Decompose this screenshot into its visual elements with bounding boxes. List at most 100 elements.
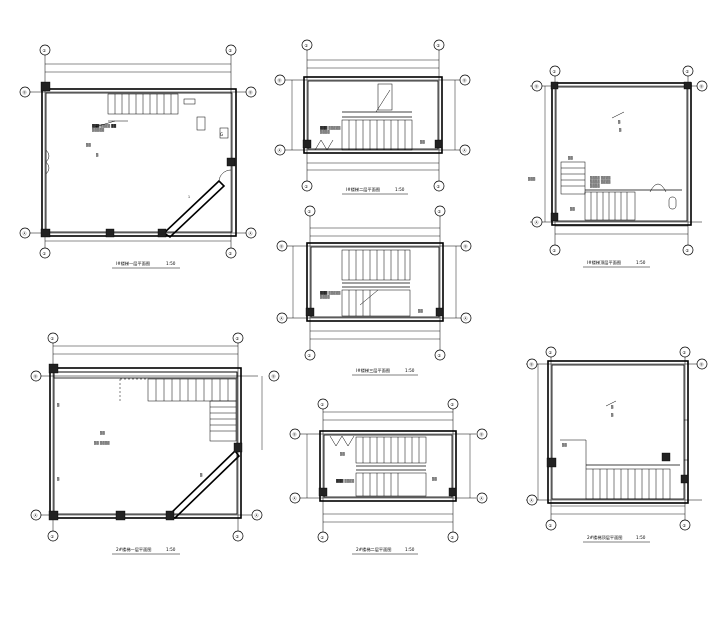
axis-1-top: ① <box>321 402 325 407</box>
axis-2-top: ② <box>438 209 442 214</box>
svg-text:▒: ▒ <box>57 477 60 481</box>
axis-2-top: ② <box>437 43 441 48</box>
axis-1-top: ① <box>549 350 553 355</box>
svg-text:▓▓▓ ▒▒▒▒▒: ▓▓▓ ▒▒▒▒▒ <box>320 291 341 295</box>
axis-a-left: Ⓐ <box>278 147 282 153</box>
axis-a-right: Ⓐ <box>463 147 467 153</box>
axis-b-right: Ⓑ <box>700 361 704 367</box>
svg-text:▒▒: ▒▒ <box>568 156 573 160</box>
stair-plan-6: ▒▒ ▓▓▓ ▒▒▒▒ ▒▒ ① ② ① ② Ⓑ Ⓑ Ⓐ Ⓐ 2#楼梯二层平面图… <box>289 398 488 555</box>
svg-text:▒▒: ▒▒ <box>418 309 423 313</box>
plan-scale: 1:50 <box>166 261 176 266</box>
axis-a-left: Ⓐ <box>293 495 297 501</box>
svg-text:▒▒▒▒ ▒▒▒▒: ▒▒▒▒ ▒▒▒▒ <box>590 176 611 180</box>
axis-2-top: ② <box>683 350 687 355</box>
svg-text:▓▓▓ ▒▒▒▒ ▓▓: ▓▓▓ ▒▒▒▒ ▓▓ <box>92 124 117 128</box>
axis-a-left: Ⓐ <box>34 512 38 518</box>
svg-text:1: 1 <box>188 195 190 199</box>
axis-a-left: Ⓐ <box>530 497 534 503</box>
svg-text:▒▒: ▒▒ <box>86 143 91 147</box>
axis-b-left: Ⓑ <box>280 243 284 249</box>
svg-text:▒: ▒ <box>618 120 621 124</box>
axis-2-bottom: ② <box>451 535 455 540</box>
axis-a-right: Ⓐ <box>480 495 484 501</box>
axis-1-top: ① <box>305 43 309 48</box>
axis-2-top: ② <box>229 48 233 53</box>
axis-1-bottom: ① <box>51 534 55 539</box>
svg-text:▒▒: ▒▒ <box>420 140 425 144</box>
axis-a-left: Ⓐ <box>535 219 539 225</box>
axis-1-bottom: ① <box>43 251 47 256</box>
svg-text:G: G <box>220 132 223 137</box>
svg-text:▒▒: ▒▒ <box>570 207 575 211</box>
axis-a-left: Ⓐ <box>23 230 27 236</box>
axis-2-bottom: ② <box>438 353 442 358</box>
axis-a-right: Ⓐ <box>464 315 468 321</box>
plan-title: 2#楼梯二层平面图 <box>356 546 392 553</box>
axis-b-right: Ⓑ <box>480 431 484 437</box>
plan-scale: 1:50 <box>395 187 405 192</box>
svg-text:▒: ▒ <box>96 153 99 157</box>
axis-b-right: Ⓑ <box>700 83 704 89</box>
plan-title: 2#楼梯顶层平面图 <box>587 534 623 541</box>
svg-text:▒▒: ▒▒ <box>100 431 105 435</box>
axis-a-right: Ⓐ <box>255 512 259 518</box>
axis-2-bottom: ② <box>686 248 690 253</box>
axis-a-right: Ⓐ <box>249 230 253 236</box>
stair-plan-4: ▒ ▒ ▒▒ ▒▒▒▒ ▒▒▒▒ ▒▒▒▒ ▒▒▒▒ ▒▒▒▒ ▒▒ ▒▒▒ ①… <box>528 65 708 268</box>
plan-scale: 1:50 <box>636 260 646 265</box>
axis-b-left: Ⓑ <box>293 431 297 437</box>
axis-1-bottom: ① <box>321 535 325 540</box>
plan-scale: 1:50 <box>166 547 176 552</box>
svg-text:▒▒▒: ▒▒▒ <box>528 177 536 181</box>
axis-1-top: ① <box>308 209 312 214</box>
svg-text:▒▒▒▒: ▒▒▒▒ <box>320 130 330 134</box>
svg-text:▒▒▒▒▒: ▒▒▒▒▒ <box>92 128 105 132</box>
axis-a-left: Ⓐ <box>280 315 284 321</box>
svg-text:▒: ▒ <box>200 473 203 477</box>
axis-b-left: Ⓑ <box>278 77 282 83</box>
axis-1-top: ① <box>43 48 47 53</box>
axis-1-bottom: ① <box>305 184 309 189</box>
plan-title: 2#楼梯一层平面图 <box>116 546 152 553</box>
svg-text:▒▒▒▒ ▒▒▒▒: ▒▒▒▒ ▒▒▒▒ <box>590 180 611 184</box>
plan-title: Ⅰ#楼梯一层平面图 <box>116 260 150 267</box>
axis-2-top: ② <box>451 402 455 407</box>
axis-b-left: Ⓑ <box>535 83 539 89</box>
axis-2-top: ② <box>236 336 240 341</box>
axis-b-right: Ⓑ <box>249 89 253 95</box>
svg-text:▒▒ ▒▒▒▒: ▒▒ ▒▒▒▒ <box>94 441 110 445</box>
plan-title: Ⅰ#楼梯二层平面图 <box>346 186 380 193</box>
axis-b-right: Ⓑ <box>464 243 468 249</box>
axis-b-right: Ⓑ <box>463 77 467 83</box>
stair-plan-3: ▓▓▓ ▒▒▒▒▒ ▒▒▒▒ ▒▒ ① ② ① ② Ⓑ Ⓑ Ⓐ Ⓐ Ⅰ#楼梯三层… <box>276 205 472 376</box>
svg-text:▒▒▒▒: ▒▒▒▒ <box>320 295 330 299</box>
svg-text:▒▒: ▒▒ <box>340 452 345 456</box>
axis-1-top: ① <box>553 69 557 74</box>
axis-1-bottom: ① <box>553 248 557 253</box>
svg-text:▒▒: ▒▒ <box>432 477 437 481</box>
stair-plan-5: ▒▒ ▒▒ ▒▒▒▒ ▒ ▒ ▒ ① ② ① ② Ⓑ Ⓑ Ⓐ Ⓐ 2#楼梯一层平… <box>30 332 280 555</box>
svg-text:▒▒: ▒▒ <box>562 443 567 447</box>
axis-1-bottom: ① <box>549 523 553 528</box>
axis-2-bottom: ② <box>229 251 233 256</box>
axis-2-bottom: ② <box>683 523 687 528</box>
svg-text:▓▓▓ ▒▒▒▒: ▓▓▓ ▒▒▒▒ <box>336 479 355 483</box>
axis-b-left: Ⓑ <box>530 361 534 367</box>
axis-1-bottom: ① <box>308 353 312 358</box>
plan-scale: 1:50 <box>405 368 415 373</box>
svg-text:▓▓▓ ▒▒▒▒▒: ▓▓▓ ▒▒▒▒▒ <box>320 126 341 130</box>
svg-text:▒: ▒ <box>611 413 614 417</box>
axis-2-bottom: ② <box>437 184 441 189</box>
svg-text:▒: ▒ <box>619 128 622 132</box>
plan-title: Ⅰ#楼梯顶层平面图 <box>587 259 621 266</box>
stair-plan-2: ▓▓▓ ▒▒▒▒▒ ▒▒▒▒ ▒▒ ① ② ① ② Ⓑ Ⓑ Ⓐ Ⓐ Ⅰ#楼梯二层… <box>274 39 471 195</box>
axis-1-top: ① <box>51 336 55 341</box>
plan-title: Ⅰ#楼梯三层平面图 <box>356 367 390 374</box>
axis-2-bottom: ② <box>236 534 240 539</box>
plan-scale: 1:50 <box>636 535 646 540</box>
svg-text:▒: ▒ <box>57 403 60 407</box>
svg-text:▒▒▒▒: ▒▒▒▒ <box>590 184 600 188</box>
axis-b-left: Ⓑ <box>34 373 38 379</box>
